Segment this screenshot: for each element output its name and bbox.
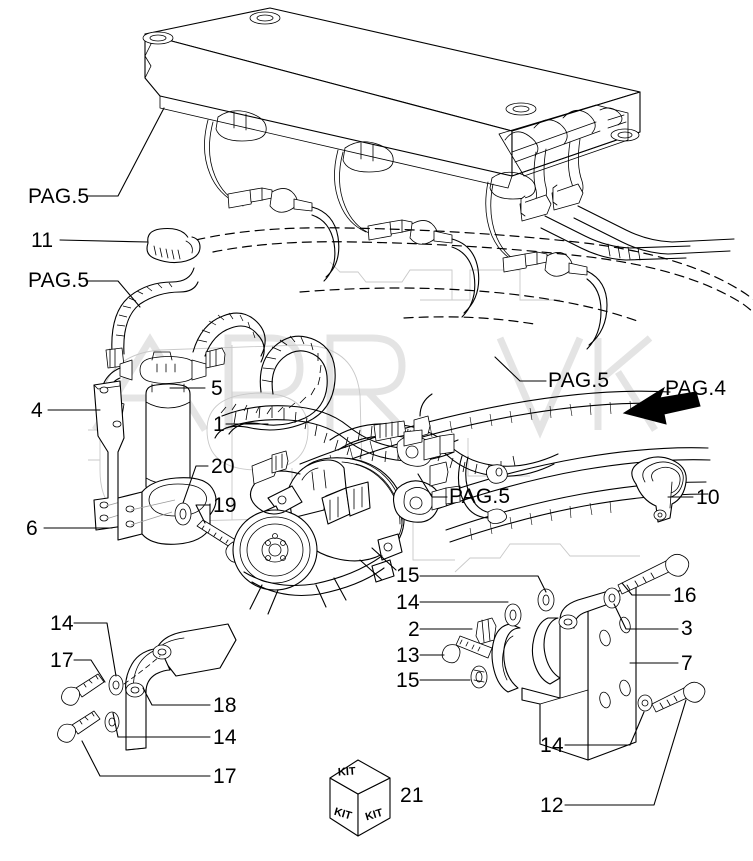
- callout-pag4: PAG.4: [665, 377, 727, 400]
- callout-item-10: 10: [696, 486, 720, 509]
- callout-item-14c: 14: [50, 612, 74, 635]
- p-clamp-10: [631, 456, 687, 523]
- callout-item-15a: 15: [396, 564, 420, 587]
- clamp-bracket-6: [117, 477, 217, 545]
- leader-lines: [43, 107, 694, 806]
- callout-item-12: 12: [540, 794, 564, 817]
- pressure-switch-connectors: [227, 187, 608, 350]
- callout-item-17b: 17: [213, 765, 237, 788]
- svg-text:KIT: KIT: [333, 806, 354, 822]
- watermark: [92, 333, 658, 439]
- manifold-block: [498, 104, 629, 177]
- callout-item-15b: 15: [396, 669, 420, 692]
- callout-item-18: 18: [213, 694, 237, 717]
- pag4-arrow: [622, 386, 701, 425]
- clamp-11: [146, 227, 201, 264]
- callout-item-21: 21: [400, 784, 424, 807]
- callout-item-17a: 17: [50, 649, 74, 672]
- callout-item-20: 20: [211, 455, 235, 478]
- callout-item-6: 6: [26, 517, 38, 540]
- callout-pag5-comp: PAG.5: [449, 485, 511, 508]
- dashed-contour: [195, 227, 753, 325]
- callout-item-14b: 14: [540, 734, 564, 757]
- hose-union-fittings: [373, 393, 508, 524]
- compressor: [232, 450, 461, 615]
- callout-item-3: 3: [681, 617, 693, 640]
- condenser-assembly: [142, 7, 735, 265]
- svg-text:KIT: KIT: [364, 807, 385, 823]
- callout-pag5-left: PAG.5: [28, 269, 90, 292]
- callout-item-5: 5: [211, 377, 223, 400]
- receiver-drier-5: [100, 347, 226, 497]
- callout-item-1: 1: [213, 413, 225, 436]
- callout-item-13: 13: [396, 644, 420, 667]
- callout-item-11: 11: [31, 229, 54, 252]
- pedal-assembly-18: [57, 623, 237, 751]
- kit-box-21: KIT KIT KIT: [329, 759, 391, 837]
- callout-item-14a: 14: [396, 591, 420, 614]
- callout-pag5-top: PAG.5: [28, 185, 90, 208]
- callout-item-14d: 14: [213, 726, 237, 749]
- callout-item-16: 16: [673, 584, 697, 607]
- callout-item-4: 4: [31, 399, 43, 422]
- callout-item-7: 7: [681, 652, 693, 675]
- callout-item-19: 19: [213, 494, 237, 517]
- callout-item-2: 2: [408, 618, 420, 641]
- callout-pag5-center: PAG.5: [548, 369, 610, 392]
- svg-text:KIT: KIT: [338, 765, 357, 778]
- bracket-assembly-7: [441, 553, 706, 761]
